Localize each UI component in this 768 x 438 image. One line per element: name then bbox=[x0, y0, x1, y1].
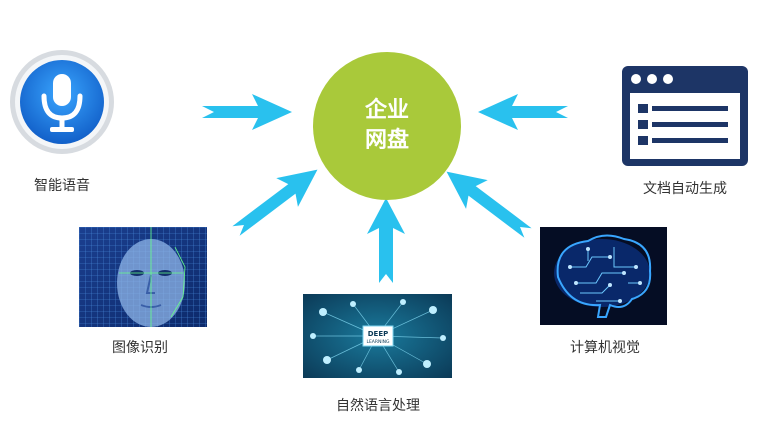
network-badge-line1: DEEP bbox=[368, 330, 389, 338]
document-window-icon bbox=[622, 66, 748, 166]
face-scan-image bbox=[79, 227, 207, 327]
nlp-label: 自然语言处理 bbox=[336, 398, 420, 414]
doc-label: 文档自动生成 bbox=[643, 181, 727, 197]
brain-circuit-image bbox=[540, 227, 667, 325]
arrow-doc-to-center bbox=[478, 94, 568, 130]
arrow-vision-to-center bbox=[446, 171, 532, 238]
center-title-line2: 网盘 bbox=[364, 128, 409, 153]
arrow-nlp-to-center bbox=[367, 198, 405, 283]
microphone-icon bbox=[10, 50, 114, 154]
network-badge-line2: LEARNING bbox=[366, 339, 390, 345]
image-label: 图像识别 bbox=[112, 340, 168, 356]
voice-label: 智能语音 bbox=[34, 178, 90, 194]
center-node: 企业 网盘 bbox=[313, 52, 461, 200]
network-image: DEEP LEARNING bbox=[303, 294, 452, 378]
arrow-voice-to-center bbox=[202, 94, 292, 130]
arrow-image-to-center bbox=[232, 169, 318, 236]
vision-label: 计算机视觉 bbox=[570, 340, 640, 356]
center-title-line1: 企业 bbox=[364, 98, 409, 123]
